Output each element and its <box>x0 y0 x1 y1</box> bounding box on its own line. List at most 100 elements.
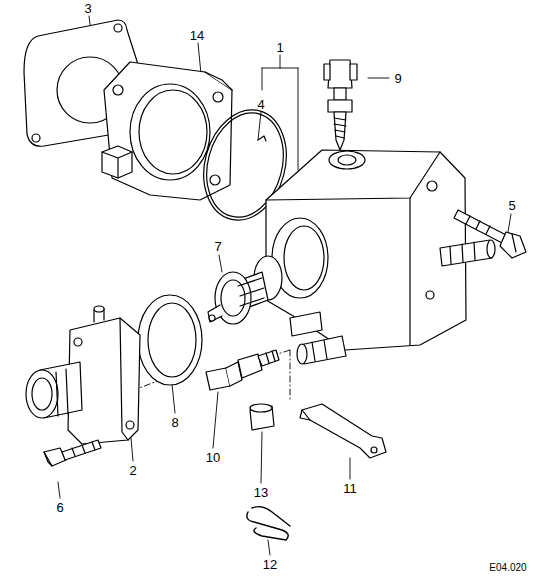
temperature-sensor <box>266 351 275 363</box>
bracket <box>371 447 377 453</box>
leader-lines <box>290 350 291 400</box>
figure-code: E04.020 <box>489 563 526 573</box>
spring-clip <box>247 512 288 540</box>
thermostat-housing <box>440 240 492 266</box>
gasket <box>114 24 122 32</box>
thermostat-housing <box>338 155 356 165</box>
callout-number: 12 <box>263 558 277 571</box>
plug <box>250 404 274 430</box>
bolt <box>454 210 508 244</box>
thermostat <box>209 315 215 321</box>
bolt <box>454 210 526 258</box>
flange <box>213 92 223 102</box>
flange <box>102 152 132 178</box>
leader-lines <box>262 55 298 170</box>
callout-number: 10 <box>206 451 220 464</box>
leader-lines <box>213 392 218 448</box>
outlet-cover <box>56 369 68 416</box>
temperature-sender <box>324 64 357 80</box>
temperature-sender <box>328 60 352 88</box>
leader-lines <box>172 384 175 413</box>
bolt <box>512 234 516 252</box>
plug <box>250 404 272 412</box>
thermostat-housing <box>266 150 495 364</box>
outlet-cover <box>26 370 58 418</box>
temperature-sender <box>334 118 346 138</box>
callout-number: 1 <box>276 41 283 54</box>
callout-number: 11 <box>343 482 357 495</box>
flange <box>102 62 232 200</box>
thermostat-housing <box>312 340 327 361</box>
bracket <box>302 404 386 458</box>
callout-number: 4 <box>257 98 264 111</box>
leader-lines <box>58 16 511 555</box>
leader-lines <box>258 112 261 140</box>
temperature-sender <box>324 60 357 150</box>
thermostat-housing <box>266 152 440 200</box>
thermostat-housing <box>450 242 475 264</box>
temperature-sender <box>328 100 352 112</box>
outlet-cover <box>126 421 134 429</box>
callout-number: 8 <box>171 416 178 429</box>
callout-number: 5 <box>508 199 515 212</box>
thermostat <box>208 305 222 322</box>
thermostat-housing <box>426 291 434 299</box>
flange <box>130 84 210 180</box>
thermostat-housing <box>487 240 495 258</box>
thermostat-housing <box>284 226 324 290</box>
outlet-cover <box>32 378 52 410</box>
leader-lines <box>58 482 60 498</box>
bracket <box>300 410 310 420</box>
temperature-sensor <box>258 350 279 366</box>
temperature-sender <box>334 112 346 150</box>
bracket <box>300 404 386 458</box>
thermostat-housing <box>427 181 437 191</box>
thermostat-housing <box>290 312 322 336</box>
thermostat-housing <box>409 198 410 345</box>
flange <box>210 175 220 185</box>
bolt <box>62 440 101 460</box>
leader-lines <box>368 78 389 79</box>
spring-clip <box>247 507 290 540</box>
flange <box>104 62 232 200</box>
bolt <box>44 440 101 466</box>
outlet-cover <box>74 338 82 346</box>
callout-number: 2 <box>129 464 136 477</box>
thermostat-housing <box>266 150 466 350</box>
leader-lines <box>261 432 262 483</box>
thermostat-housing <box>297 344 307 364</box>
flange <box>102 146 132 178</box>
callout-number: 6 <box>56 501 63 514</box>
thermostat-housing <box>329 151 365 169</box>
bolt <box>44 448 66 466</box>
outlet-cover <box>94 306 104 312</box>
thermostat <box>208 256 282 324</box>
callout-number: 7 <box>214 240 221 253</box>
spring-clip <box>252 507 290 526</box>
leader-lines <box>219 255 222 272</box>
callout-number: 3 <box>84 2 91 15</box>
thermostat <box>238 278 264 306</box>
callout-number: 14 <box>190 29 204 42</box>
flange <box>139 90 207 174</box>
bolt <box>72 442 95 456</box>
callout-number: 13 <box>254 486 268 499</box>
callout-number: 9 <box>394 72 401 85</box>
seal-ring <box>148 303 196 377</box>
gasket <box>32 134 40 142</box>
leader-lines <box>198 43 201 74</box>
seal-ring <box>138 295 202 385</box>
leader-lines <box>268 540 270 555</box>
o-ring <box>258 136 266 141</box>
temperature-sensor <box>206 368 230 390</box>
flange <box>205 72 232 90</box>
seal-ring <box>138 295 202 385</box>
bolt <box>44 452 52 466</box>
outlet-cover <box>26 306 140 444</box>
leader-lines <box>131 438 133 461</box>
leader-lines <box>350 458 351 479</box>
bolt <box>500 232 526 258</box>
temperature-sensor <box>206 350 279 390</box>
bolt <box>466 216 490 234</box>
